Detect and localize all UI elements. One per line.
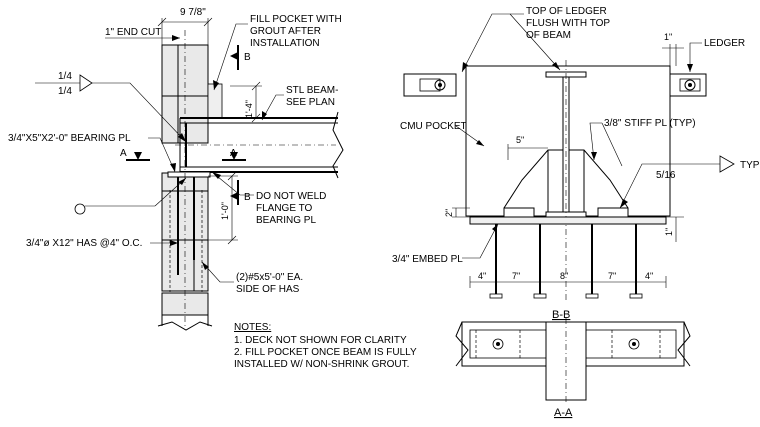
dim-2: 2" — [444, 209, 454, 217]
do-not-weld-1: DO NOT WELD — [256, 191, 326, 202]
section-b-top: B — [244, 52, 251, 63]
section-a-right: A — [230, 148, 237, 159]
notes-title: NOTES: — [234, 322, 271, 333]
embed-plate — [469, 216, 667, 225]
section-a-arrow-left — [134, 152, 142, 160]
stl-beam-2: SEE PLAN — [286, 97, 335, 108]
section-b-arrow-bottom — [230, 192, 238, 200]
dim-low-label: 1'-0" — [220, 202, 230, 220]
bearing-plate — [167, 171, 211, 178]
detail-circle — [74, 203, 86, 215]
section-b-bottom: B — [244, 192, 251, 203]
do-not-weld-2: FLANGE TO — [256, 203, 313, 214]
fill-pocket-3: INSTALLATION — [250, 38, 320, 49]
ledger-left — [403, 73, 457, 97]
dim-beam-label: 1'-4" — [244, 100, 254, 118]
stiffener-plates — [503, 149, 563, 209]
section-a-arrow-right — [230, 152, 238, 160]
top-ledger-2: FLUSH WITH TOP — [526, 18, 610, 29]
typ-label: TYP — [740, 160, 760, 171]
spacing-3: 8" — [560, 271, 568, 281]
weld-bot: 1/4 — [58, 86, 72, 97]
embed-studs — [489, 224, 643, 299]
embed-pl-label: 3/4" EMBED PL — [392, 254, 463, 265]
section-aa-title: A-A — [554, 407, 573, 419]
weld-5-16: 5/16 — [656, 170, 676, 181]
weld-top: 1/4 — [58, 71, 72, 82]
stl-beam-1: STL BEAM- — [286, 85, 338, 96]
stiff-plate-left — [503, 207, 535, 218]
ledger-label: LEDGER — [704, 38, 745, 49]
stiff-pl-label: 3/8" STIFF PL (TYP) — [604, 118, 696, 129]
weld-symbol-tail — [79, 74, 93, 92]
note-1: 1. DECK NOT SHOWN FOR CLARITY — [234, 335, 407, 346]
top-ledger-1: TOP OF LEDGER — [526, 6, 607, 17]
note-3: INSTALLED W/ NON-SHRINK GROUT. — [234, 359, 409, 370]
section-bb-title: B-B — [552, 309, 570, 321]
end-cut-label: 1" END CUT — [105, 27, 161, 38]
note-2: 2. FILL POCKET ONCE BEAM IS FULLY — [234, 347, 417, 358]
section-b-arrow-top — [230, 52, 238, 60]
notes-block: NOTES: 1. DECK NOT SHOWN FOR CLARITY 2. … — [234, 322, 417, 370]
spacing-5: 4" — [645, 271, 653, 281]
section-a-left: A — [120, 148, 127, 159]
dim-5: 5" — [516, 135, 524, 145]
rebar-2: SIDE OF HAS — [236, 284, 300, 295]
stiff-plate-right — [597, 207, 629, 218]
spacing-2: 7" — [512, 271, 520, 281]
dim-1-right: 1" — [664, 228, 674, 236]
spacing-4: 7" — [608, 271, 616, 281]
cmu-pocket-label: CMU POCKET — [400, 121, 467, 132]
fill-pocket-2: GROUT AFTER — [250, 26, 321, 37]
top-ledger-3: OF BEAM — [526, 30, 571, 41]
left-detail: 9 7/8" 1" END CUT FILL POCKET WITH GROUT… — [8, 7, 344, 331]
spacing-1: 4" — [478, 271, 486, 281]
section-bb: TOP OF LEDGER FLUSH WITH TOP OF BEAM LED… — [392, 6, 760, 321]
do-not-weld-3: BEARING PL — [256, 215, 316, 226]
rebar-1: (2)#5x5'-0" EA. — [236, 272, 303, 283]
dim-top-label: 9 7/8" — [180, 7, 206, 18]
fill-pocket-1: FILL POCKET WITH — [250, 14, 342, 25]
has-label: 3/4"ø X12" HAS @4" O.C. — [26, 238, 142, 249]
bearing-pl-label: 3/4"X5"X2'-0" BEARING PL — [8, 133, 131, 144]
section-aa: A-A — [455, 318, 691, 419]
weld-arrow-right — [719, 155, 735, 173]
ledger-right — [669, 73, 707, 97]
dim-1-top: 1" — [664, 32, 672, 42]
grout-pocket — [207, 83, 223, 119]
